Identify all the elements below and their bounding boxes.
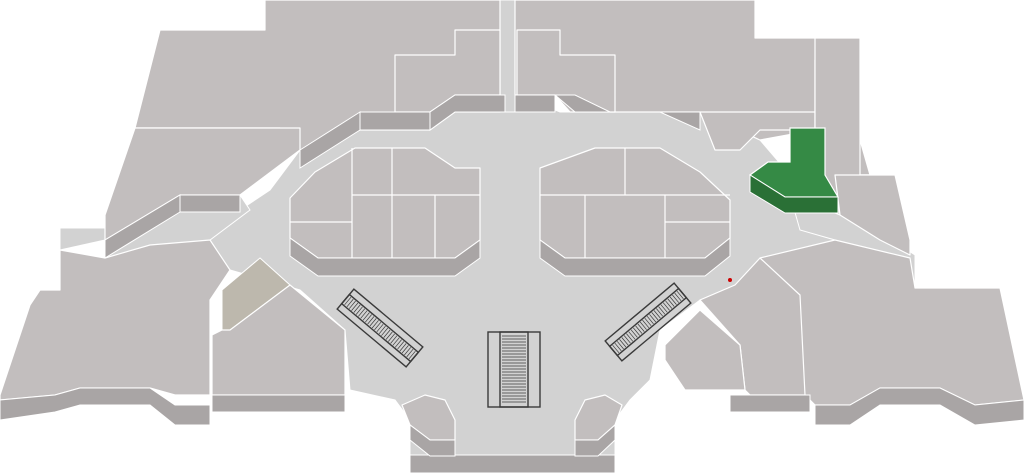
escalator-left-step [367,316,375,325]
store-bottom-left-face [0,387,211,426]
store-bottom-left-inner [211,284,346,396]
escalator-left-step [355,306,363,315]
escalator-right-step [649,314,657,323]
escalator-right-step [626,333,634,342]
store-bottom-left-inner-face [211,394,346,413]
store-bottom-right-small [664,309,746,391]
escalator-right-step [630,329,638,338]
escalator-right-step [674,292,682,302]
escalator-right-step [633,327,640,336]
escalator-right-step [614,342,622,352]
escalator-left-step [385,331,393,340]
escalator-right-step [667,298,675,307]
store-left-wing-face-2 [179,194,241,213]
escalator-right-step [623,335,631,344]
escalator-right-step [619,339,627,348]
escalator-left-step [376,323,384,333]
escalator-left-step [362,312,370,321]
escalator-right-step [616,341,624,350]
escalator-left-step [404,347,412,356]
escalator-right [604,282,692,362]
escalator-right-step [662,302,670,311]
store-bottom-right-face [814,387,1024,426]
escalator-right-step [653,310,661,319]
escalator-left-step [371,320,379,329]
escalator-right-step [669,296,677,305]
escalator-right-step [672,294,680,303]
entrance-step [409,454,616,474]
escalator-left-step [369,318,377,327]
escalator-left-step [353,304,361,313]
store-bottom-right-inner-face [729,394,811,413]
store-bottom-left-large [0,239,231,401]
escalator-center [487,331,541,408]
escalator-right-step [639,321,647,330]
escalator-left-step [360,310,368,319]
escalator-right-step [621,337,629,346]
escalator-right-step [644,317,652,327]
store-block-center-right-face [539,236,731,277]
escalator-left-step [390,335,398,344]
kiosk-left-face [409,424,456,457]
escalator-right-step [646,315,654,325]
escalator-left-step [346,298,354,308]
escalator-right-step [635,325,643,334]
store-top-right-face-2 [514,94,556,113]
escalator-left-step [397,341,405,350]
escalator-left-step [401,345,409,354]
escalator-right-step [642,319,650,329]
escalator-right-step [612,344,620,354]
escalator-left-step [348,300,356,309]
escalator-right-step [628,331,636,340]
store-top-left-face-2 [359,111,431,131]
escalator-left-step [378,325,386,335]
escalator-left-step [399,343,407,352]
escalator-left-step [406,348,414,358]
escalator-left-step [351,302,359,311]
store-top-right-face [553,94,701,131]
escalator-left-step [358,308,366,317]
escalator-left-step [374,321,382,331]
escalator-left-step [383,329,391,338]
escalator-left-step [392,337,400,346]
escalator-left-step [365,314,372,323]
escalator-right-step [676,290,684,300]
escalator-left-step [394,339,402,348]
escalator-right-step [656,308,663,317]
escalator-right-step [665,300,673,309]
store-right-mid [834,174,911,256]
location-dot-icon [728,278,732,282]
kiosk-right-face [574,423,616,457]
green-store-face [749,174,839,214]
escalator-steps [344,290,684,403]
escalator-left-step [388,333,395,342]
escalator-left-step [408,350,416,360]
escalator-left-step [344,296,352,306]
store-top-left-face-3 [429,94,506,131]
escalator-left [336,288,424,368]
store-block-center-left-face [289,237,481,277]
escalator-right-step [658,306,666,315]
escalator-right-step [651,312,659,321]
escalator-right-step [637,323,645,332]
escalator-right-step [660,304,668,313]
escalator-left-step [381,327,389,336]
